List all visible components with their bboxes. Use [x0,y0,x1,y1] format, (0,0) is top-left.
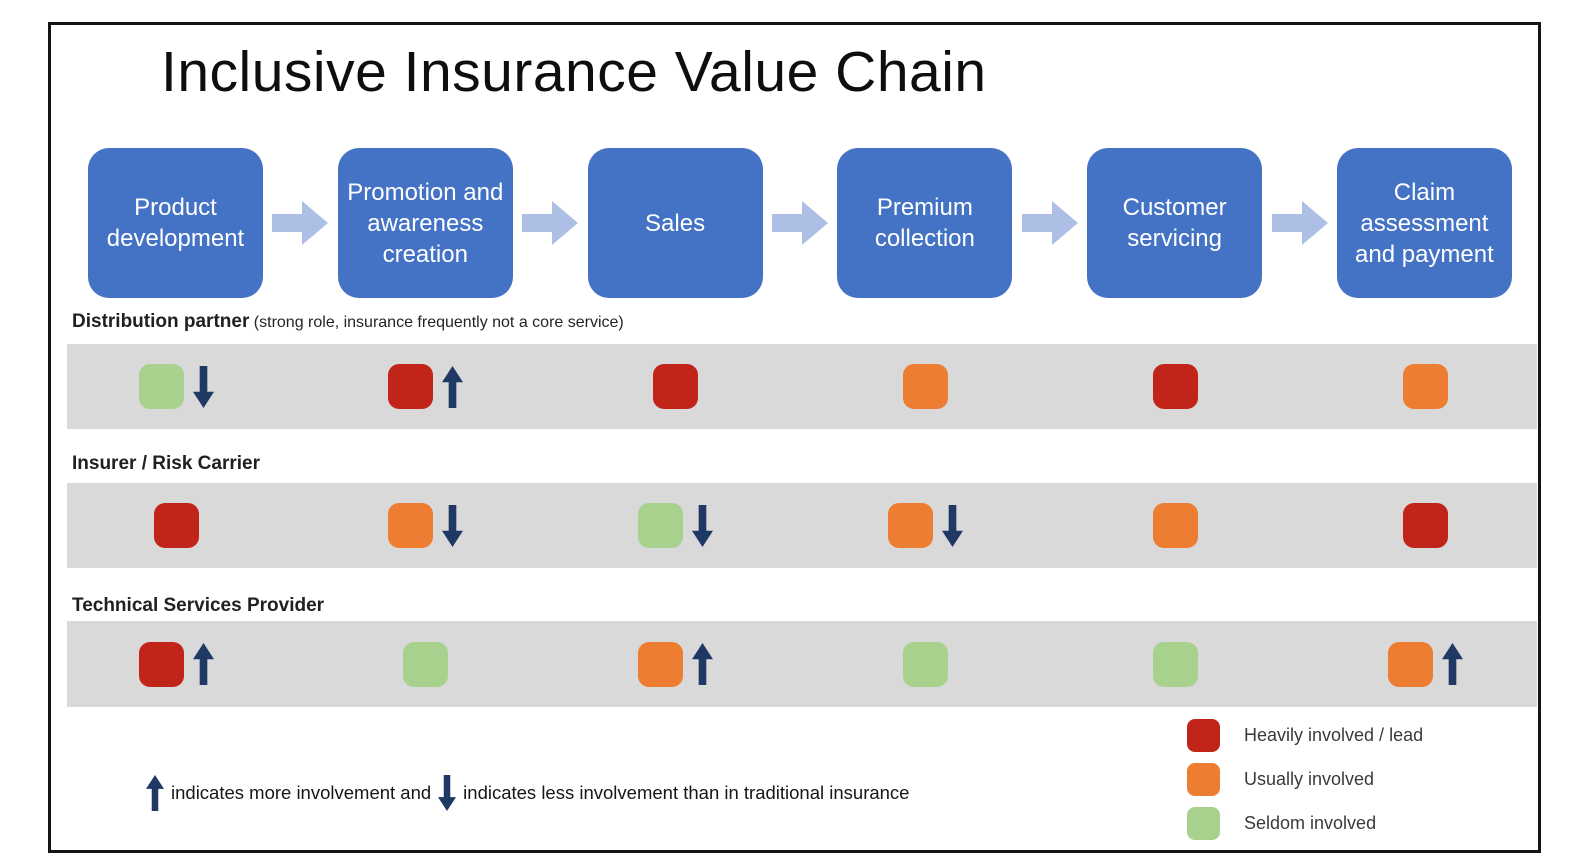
row-heading-insurer-risk-carrier: Insurer / Risk Carrier [72,453,260,475]
involvement-cell [1100,344,1250,429]
involvement-cell [1350,344,1500,429]
involvement-cell [600,344,750,429]
involvement-square-heavy [1152,364,1198,409]
note-text-less: indicates less involvement than in tradi… [463,782,910,803]
involvement-cell [350,344,500,429]
page-title: Inclusive Insurance Value Chain [161,40,987,104]
involvement-square-heavy [138,641,184,687]
involvement-cell [101,621,251,707]
legend-label: Heavily involved / lead [1244,725,1424,745]
involvement-cell [101,344,251,429]
involvement-cell [850,344,1000,429]
legend-item-usually-involved: Usually involved [1187,763,1423,796]
row-heading-label: Distribution partner [72,311,250,332]
down-arrow-icon [441,504,463,547]
row-heading-distribution-partner: Distribution partner (strong role, insur… [72,311,624,333]
legend-swatch-seldom [1187,807,1220,840]
involvement-square-usually [1152,503,1198,548]
stage-box-customer-servicing: Customer servicing [1087,148,1263,298]
value-chain-stages: Product development Promotion and awaren… [88,148,1512,298]
stage-box-sales: Sales [587,148,763,298]
involvement-cell [350,621,500,707]
involvement-square-usually [1402,364,1448,409]
involvement-cell [1350,621,1500,707]
involvement-cell [850,621,1000,707]
right-arrow-icon [1021,198,1078,248]
involvement-square-seldom [402,641,448,687]
stage-box-promotion-awareness: Promotion and awareness creation [337,148,513,298]
up-arrow-icon [192,643,214,685]
legend-item-seldom-involved: Seldom involved [1187,807,1423,840]
down-arrow-icon [691,504,713,547]
involvement-cell [600,483,750,568]
involvement-square-usually [637,641,683,687]
row-heading-label: Technical Services Provider [72,595,325,616]
involvement-cell [1100,621,1250,707]
down-arrow-icon [941,504,963,547]
legend-label: Seldom involved [1244,813,1377,833]
up-arrow-icon [146,775,164,811]
involvement-band-insurer-risk-carrier [67,483,1537,568]
right-arrow-icon [272,198,329,248]
involvement-square-heavy [153,503,199,548]
up-arrow-icon [691,643,713,685]
involvement-square-heavy [652,364,698,409]
involvement-square-seldom [1152,641,1198,687]
legend-item-heavily-involved: Heavily involved / lead [1187,719,1423,752]
legend-swatch-heavy [1187,719,1220,752]
involvement-square-heavy [1402,503,1448,548]
involvement-square-heavy [387,364,433,409]
down-arrow-icon [192,365,214,408]
stage-box-premium-collection: Premium collection [837,148,1013,298]
involvement-cell [850,483,1000,568]
involvement-cell [350,483,500,568]
right-arrow-icon [522,198,579,248]
involvement-square-usually [887,503,933,548]
involvement-band-distribution-partner [67,344,1537,429]
stage-box-product-development: Product development [88,148,263,298]
legend-swatch-usually [1187,763,1220,796]
row-heading-subtext: (strong role, insurance frequently not a… [249,314,624,331]
involvement-square-usually [1387,641,1433,687]
row-heading-label: Insurer / Risk Carrier [72,453,260,474]
involvement-square-seldom [138,364,184,409]
involvement-cell [600,621,750,707]
row-heading-technical-services-provider: Technical Services Provider [72,595,324,617]
involvement-square-seldom [637,503,683,548]
legend-label: Usually involved [1244,769,1375,789]
involvement-cell [1100,483,1250,568]
right-arrow-icon [771,198,828,248]
involvement-square-usually [902,364,948,409]
up-arrow-icon [441,365,463,408]
diagram-frame: Inclusive Insurance Value Chain Product … [48,22,1541,853]
note-text-more: indicates more involvement and [171,782,432,803]
stage-box-claim-assessment: Claim assessment and payment [1336,148,1512,298]
legend: Heavily involved / lead Usually involved… [1187,719,1423,840]
trend-arrow-note: indicates more involvement and indicates… [146,772,909,814]
right-arrow-icon [1271,198,1328,248]
up-arrow-icon [1441,643,1463,685]
involvement-band-technical-services-provider [67,621,1537,707]
involvement-square-seldom [902,641,948,687]
involvement-cell [101,483,251,568]
involvement-cell [1350,483,1500,568]
involvement-square-usually [387,503,433,548]
down-arrow-icon [438,775,457,811]
